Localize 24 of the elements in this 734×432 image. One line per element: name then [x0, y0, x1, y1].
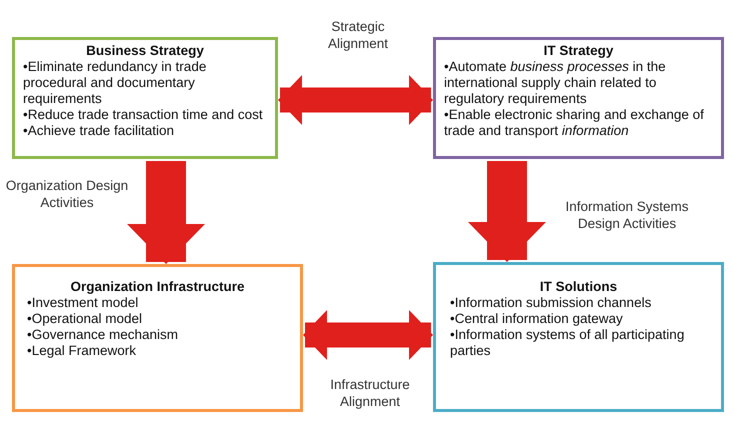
block-arrow: [303, 310, 433, 360]
bullet-item: •Information submission channels: [450, 295, 652, 311]
bullet-item: •Achieve trade facilitation: [23, 123, 176, 139]
strategy-box: [433, 37, 724, 159]
box-heading: Organization Infrastructure: [69, 279, 246, 295]
bullet-item: •Reduce trade transaction time and cost: [23, 107, 264, 123]
bullet-item: •Eliminate redundancy in trade procedural and documentary requirements: [23, 59, 208, 107]
bullet-item: •Legal Framework: [27, 343, 138, 359]
block-arrow: [127, 161, 205, 264]
box-heading: Business Strategy: [85, 43, 205, 59]
bullet-item: •Automate business processes in the international supply chain related to regulatory requirements: [444, 59, 667, 107]
bullet-item: •Enable electronic sharing and exchange of trade and transport information: [444, 107, 705, 139]
strategy-box: [12, 37, 278, 159]
bullet-item: •Operational model: [27, 311, 144, 327]
bullet-item: •Information systems of all participating parties: [450, 327, 686, 359]
bullet-item: •Central information gateway: [450, 311, 624, 327]
box-heading: IT Strategy: [542, 43, 614, 59]
strategy-box: [12, 264, 303, 412]
strategy-box: [433, 262, 724, 412]
block-arrow: [278, 75, 433, 125]
bullet-item: •Governance mechanism: [27, 327, 180, 343]
block-arrow: [468, 161, 546, 262]
box-heading: IT Solutions: [538, 279, 618, 295]
bullet-item: •Investment model: [27, 295, 140, 311]
